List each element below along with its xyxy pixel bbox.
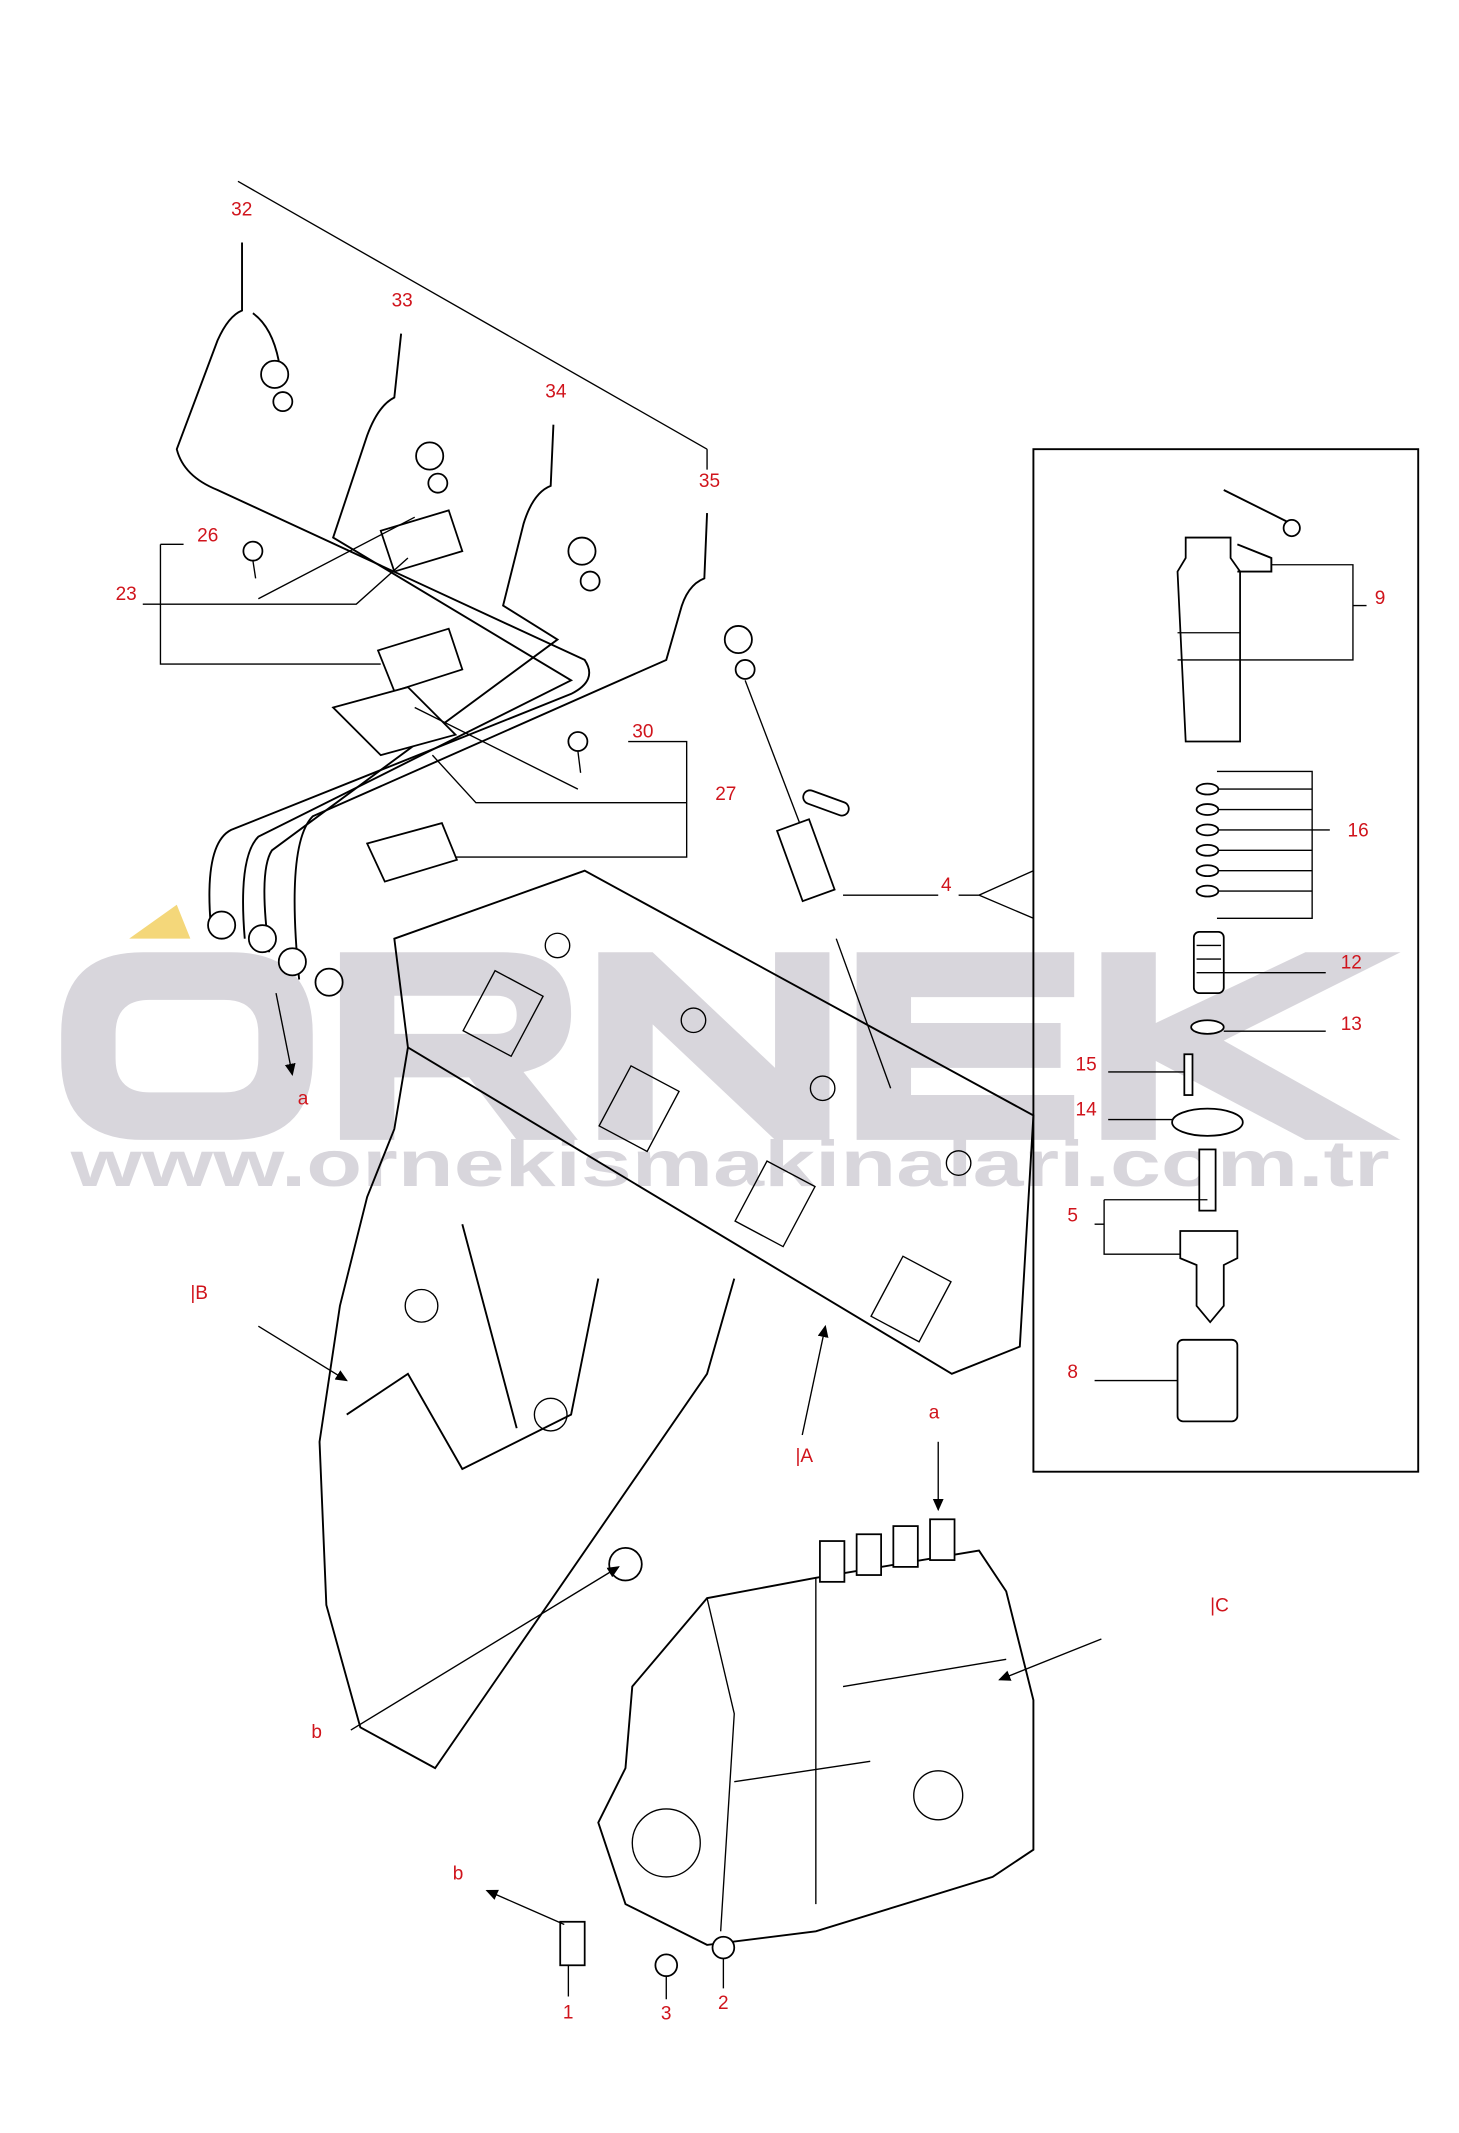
pipe-nuts xyxy=(207,359,756,997)
callout-16: 16 xyxy=(1348,821,1369,842)
view-ref-b-left: b xyxy=(311,1722,322,1743)
callout-5: 5 xyxy=(1067,1206,1078,1227)
spring xyxy=(1192,931,1225,994)
callout-4: 4 xyxy=(941,875,952,896)
callout-9: 9 xyxy=(1375,588,1386,609)
callout-32: 32 xyxy=(231,199,252,220)
view-ref-b-bottom: b xyxy=(453,1864,464,1885)
injector-detail-box xyxy=(1032,448,1420,1473)
callout-1: 1 xyxy=(563,2002,574,2023)
watermark: www.ornekismakinalari.com.tr xyxy=(61,904,1401,1200)
retaining-nut xyxy=(1176,1338,1239,1423)
injector-holder xyxy=(1176,489,1367,743)
callout-35: 35 xyxy=(699,471,720,492)
spring-seat xyxy=(1190,1019,1225,1035)
callout-12: 12 xyxy=(1341,953,1362,974)
watermark-logo xyxy=(61,952,1401,1140)
callout-2: 2 xyxy=(718,1993,729,2014)
view-B: |B xyxy=(190,1283,208,1304)
callout-34: 34 xyxy=(545,382,567,403)
nozzle-needle xyxy=(1198,1148,1217,1212)
callout-3: 3 xyxy=(661,2004,672,2025)
spacer-plate xyxy=(1171,1107,1244,1137)
view-A: |A xyxy=(795,1446,813,1467)
callout-23: 23 xyxy=(116,584,137,605)
callout-13: 13 xyxy=(1341,1014,1362,1035)
pin xyxy=(1183,1053,1194,1096)
injection-pipes xyxy=(175,180,756,997)
callout-30: 30 xyxy=(632,721,653,742)
nozzle-body xyxy=(1179,1230,1239,1324)
callout-15: 15 xyxy=(1076,1055,1097,1076)
bracket xyxy=(559,1920,586,1967)
view-C: |C xyxy=(1210,1596,1229,1617)
callout-labels: 32 33 34 35 26 23 30 27 4 9 16 12 13 15 … xyxy=(116,199,1386,2024)
injector-assembly xyxy=(744,680,1034,1089)
watermark-url: www.ornekismakinalari.com.tr xyxy=(69,1127,1389,1200)
view-ref-a-bottom: a xyxy=(929,1403,940,1424)
view-ref-a-top: a xyxy=(298,1089,309,1110)
callout-27: 27 xyxy=(715,784,736,805)
pipe-clamps xyxy=(142,509,688,883)
callout-14: 14 xyxy=(1076,1099,1098,1120)
callout-26: 26 xyxy=(197,526,218,547)
callout-33: 33 xyxy=(392,290,413,311)
callout-8: 8 xyxy=(1067,1362,1078,1383)
view-arrows xyxy=(257,992,1102,1926)
shims xyxy=(1195,770,1330,919)
injection-pump xyxy=(559,1518,1035,2000)
